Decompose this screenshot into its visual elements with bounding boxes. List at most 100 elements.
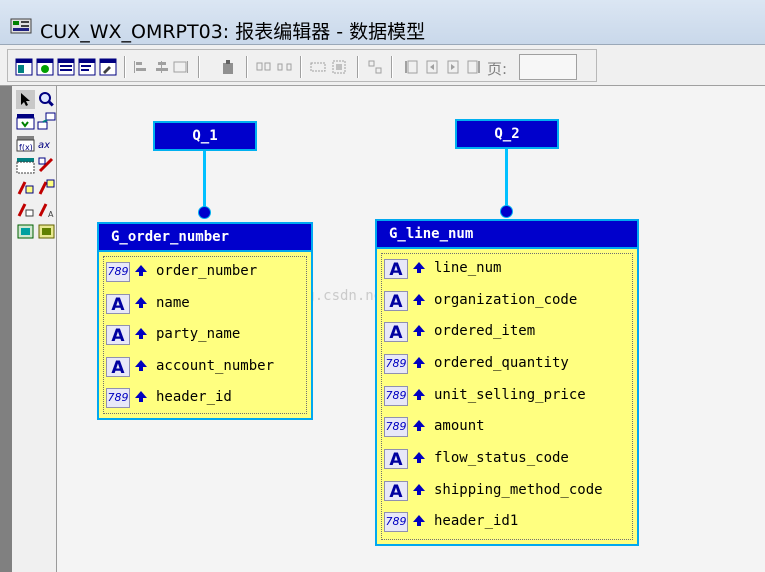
- toolbar-separator: [124, 56, 126, 78]
- toolbar-separator: [246, 56, 248, 78]
- cross-product-icon[interactable]: [37, 156, 56, 175]
- character-type-icon: A: [384, 322, 408, 343]
- column-name: unit_selling_price: [434, 387, 586, 403]
- last-page-icon[interactable]: [465, 58, 483, 76]
- up-arrow-icon: [413, 294, 425, 305]
- column-name: header_id: [156, 389, 232, 405]
- align-left-icon[interactable]: [132, 58, 150, 76]
- group-connector[interactable]: [198, 206, 211, 219]
- column-row[interactable]: A flow_status_code: [382, 448, 632, 472]
- page-number-input[interactable]: [519, 54, 577, 80]
- number-type-icon: 789: [106, 262, 130, 282]
- palette-edge: [0, 86, 12, 572]
- xml-query-icon[interactable]: [16, 200, 35, 219]
- column-row[interactable]: 789 unit_selling_price: [382, 385, 632, 409]
- svg-text:ax: ax: [38, 140, 50, 151]
- number-type-icon: 789: [384, 354, 408, 374]
- ungroup-objects-icon[interactable]: [276, 58, 294, 76]
- column-name: order_number: [156, 263, 258, 279]
- data-model-view-icon[interactable]: [15, 58, 33, 76]
- placeholder-column-icon[interactable]: [16, 156, 35, 175]
- column-row[interactable]: 789 ordered_quantity: [382, 353, 632, 377]
- column-name: line_num: [434, 260, 502, 276]
- up-arrow-icon: [413, 484, 425, 495]
- column-row[interactable]: A organization_code: [382, 290, 632, 314]
- group-g-order-number[interactable]: G_order_number 789 order_number A name A…: [97, 222, 313, 420]
- up-arrow-icon: [413, 325, 425, 336]
- query-q2[interactable]: Q_2: [455, 119, 559, 149]
- group-columns: 789 order_number A name A party_name A a…: [103, 256, 307, 414]
- toolbar-panel: 页:: [7, 49, 597, 82]
- up-arrow-icon: [135, 328, 147, 339]
- bring-to-front-icon[interactable]: [219, 58, 237, 76]
- column-row[interactable]: A account_number: [104, 356, 306, 380]
- character-type-icon: A: [384, 481, 408, 502]
- up-arrow-icon: [135, 297, 147, 308]
- svg-text:A: A: [48, 210, 54, 219]
- number-type-icon: 789: [106, 388, 130, 408]
- column-row[interactable]: A party_name: [104, 324, 306, 348]
- column-name: party_name: [156, 326, 241, 342]
- query-q1[interactable]: Q_1: [153, 121, 257, 151]
- column-name: ordered_item: [434, 323, 536, 339]
- character-type-icon: A: [384, 449, 408, 470]
- column-row[interactable]: A shipping_method_code: [382, 480, 632, 504]
- column-name: ordered_quantity: [434, 355, 569, 371]
- ref-cursor-icon[interactable]: [37, 178, 56, 197]
- character-type-icon: A: [106, 325, 130, 346]
- number-type-icon: 789: [384, 512, 408, 532]
- column-row[interactable]: 789 header_id1: [382, 511, 632, 535]
- column-row[interactable]: A ordered_item: [382, 321, 632, 345]
- up-arrow-icon: [413, 515, 425, 526]
- summary-column-icon[interactable]: ax: [37, 134, 56, 153]
- toolbar-separator: [391, 56, 393, 78]
- magnify-icon[interactable]: [37, 90, 56, 109]
- character-type-icon: A: [384, 259, 408, 280]
- frame-icon[interactable]: [309, 58, 327, 76]
- group-objects-icon[interactable]: [255, 58, 273, 76]
- next-page-icon[interactable]: [444, 58, 462, 76]
- svg-text:f(x): f(x): [19, 143, 33, 152]
- query-name: Q_2: [494, 126, 520, 142]
- window-title: CUX_WX_OMRPT03: 报表编辑器 - 数据模型: [40, 21, 426, 43]
- toolbar: 页:: [0, 45, 765, 86]
- text-query-icon[interactable]: A: [37, 200, 56, 219]
- first-page-icon[interactable]: [402, 58, 420, 76]
- number-type-icon: 789: [384, 417, 408, 437]
- column-row[interactable]: 789 order_number: [104, 261, 306, 285]
- up-arrow-icon: [413, 357, 425, 368]
- paper-layout-view-icon[interactable]: [78, 58, 96, 76]
- data-model-canvas[interactable]: http://blog.csdn.net/PanXianBill Q_1 G_o…: [57, 86, 765, 572]
- align-center-icon[interactable]: [153, 58, 171, 76]
- select-pointer-icon[interactable]: [16, 90, 35, 109]
- web-source-view-icon[interactable]: [36, 58, 54, 76]
- group-g-line-num[interactable]: G_line_num A line_num A organization_cod…: [375, 219, 639, 546]
- column-row[interactable]: A name: [104, 293, 306, 317]
- layout-model-view-icon[interactable]: [57, 58, 75, 76]
- formula-column-icon[interactable]: f(x): [16, 134, 35, 153]
- column-row[interactable]: 789 amount: [382, 416, 632, 440]
- query-link-line: [203, 151, 206, 208]
- up-arrow-icon: [135, 265, 147, 276]
- query-tool-icon[interactable]: [16, 112, 35, 131]
- up-arrow-icon: [135, 360, 147, 371]
- query-name: Q_1: [192, 128, 218, 144]
- up-arrow-icon: [413, 389, 425, 400]
- column-name: flow_status_code: [434, 450, 569, 466]
- jdbc-query-icon[interactable]: [37, 222, 56, 241]
- character-type-icon: A: [106, 294, 130, 315]
- matrix-icon[interactable]: [16, 178, 35, 197]
- paper-design-view-icon[interactable]: [99, 58, 117, 76]
- field-icon[interactable]: [366, 58, 384, 76]
- previous-page-icon[interactable]: [423, 58, 441, 76]
- pluggable-data-source-icon[interactable]: [16, 222, 35, 241]
- tool-palette: f(x) ax A: [0, 86, 57, 572]
- column-row[interactable]: A line_num: [382, 258, 632, 282]
- column-name: organization_code: [434, 292, 578, 308]
- group-connector[interactable]: [500, 205, 513, 218]
- align-right-icon[interactable]: [172, 58, 190, 76]
- repeating-frame-icon[interactable]: [330, 58, 348, 76]
- data-link-icon[interactable]: [37, 112, 56, 131]
- title-bar: CUX_WX_OMRPT03: 报表编辑器 - 数据模型: [0, 0, 765, 45]
- column-row[interactable]: 789 header_id: [104, 387, 306, 411]
